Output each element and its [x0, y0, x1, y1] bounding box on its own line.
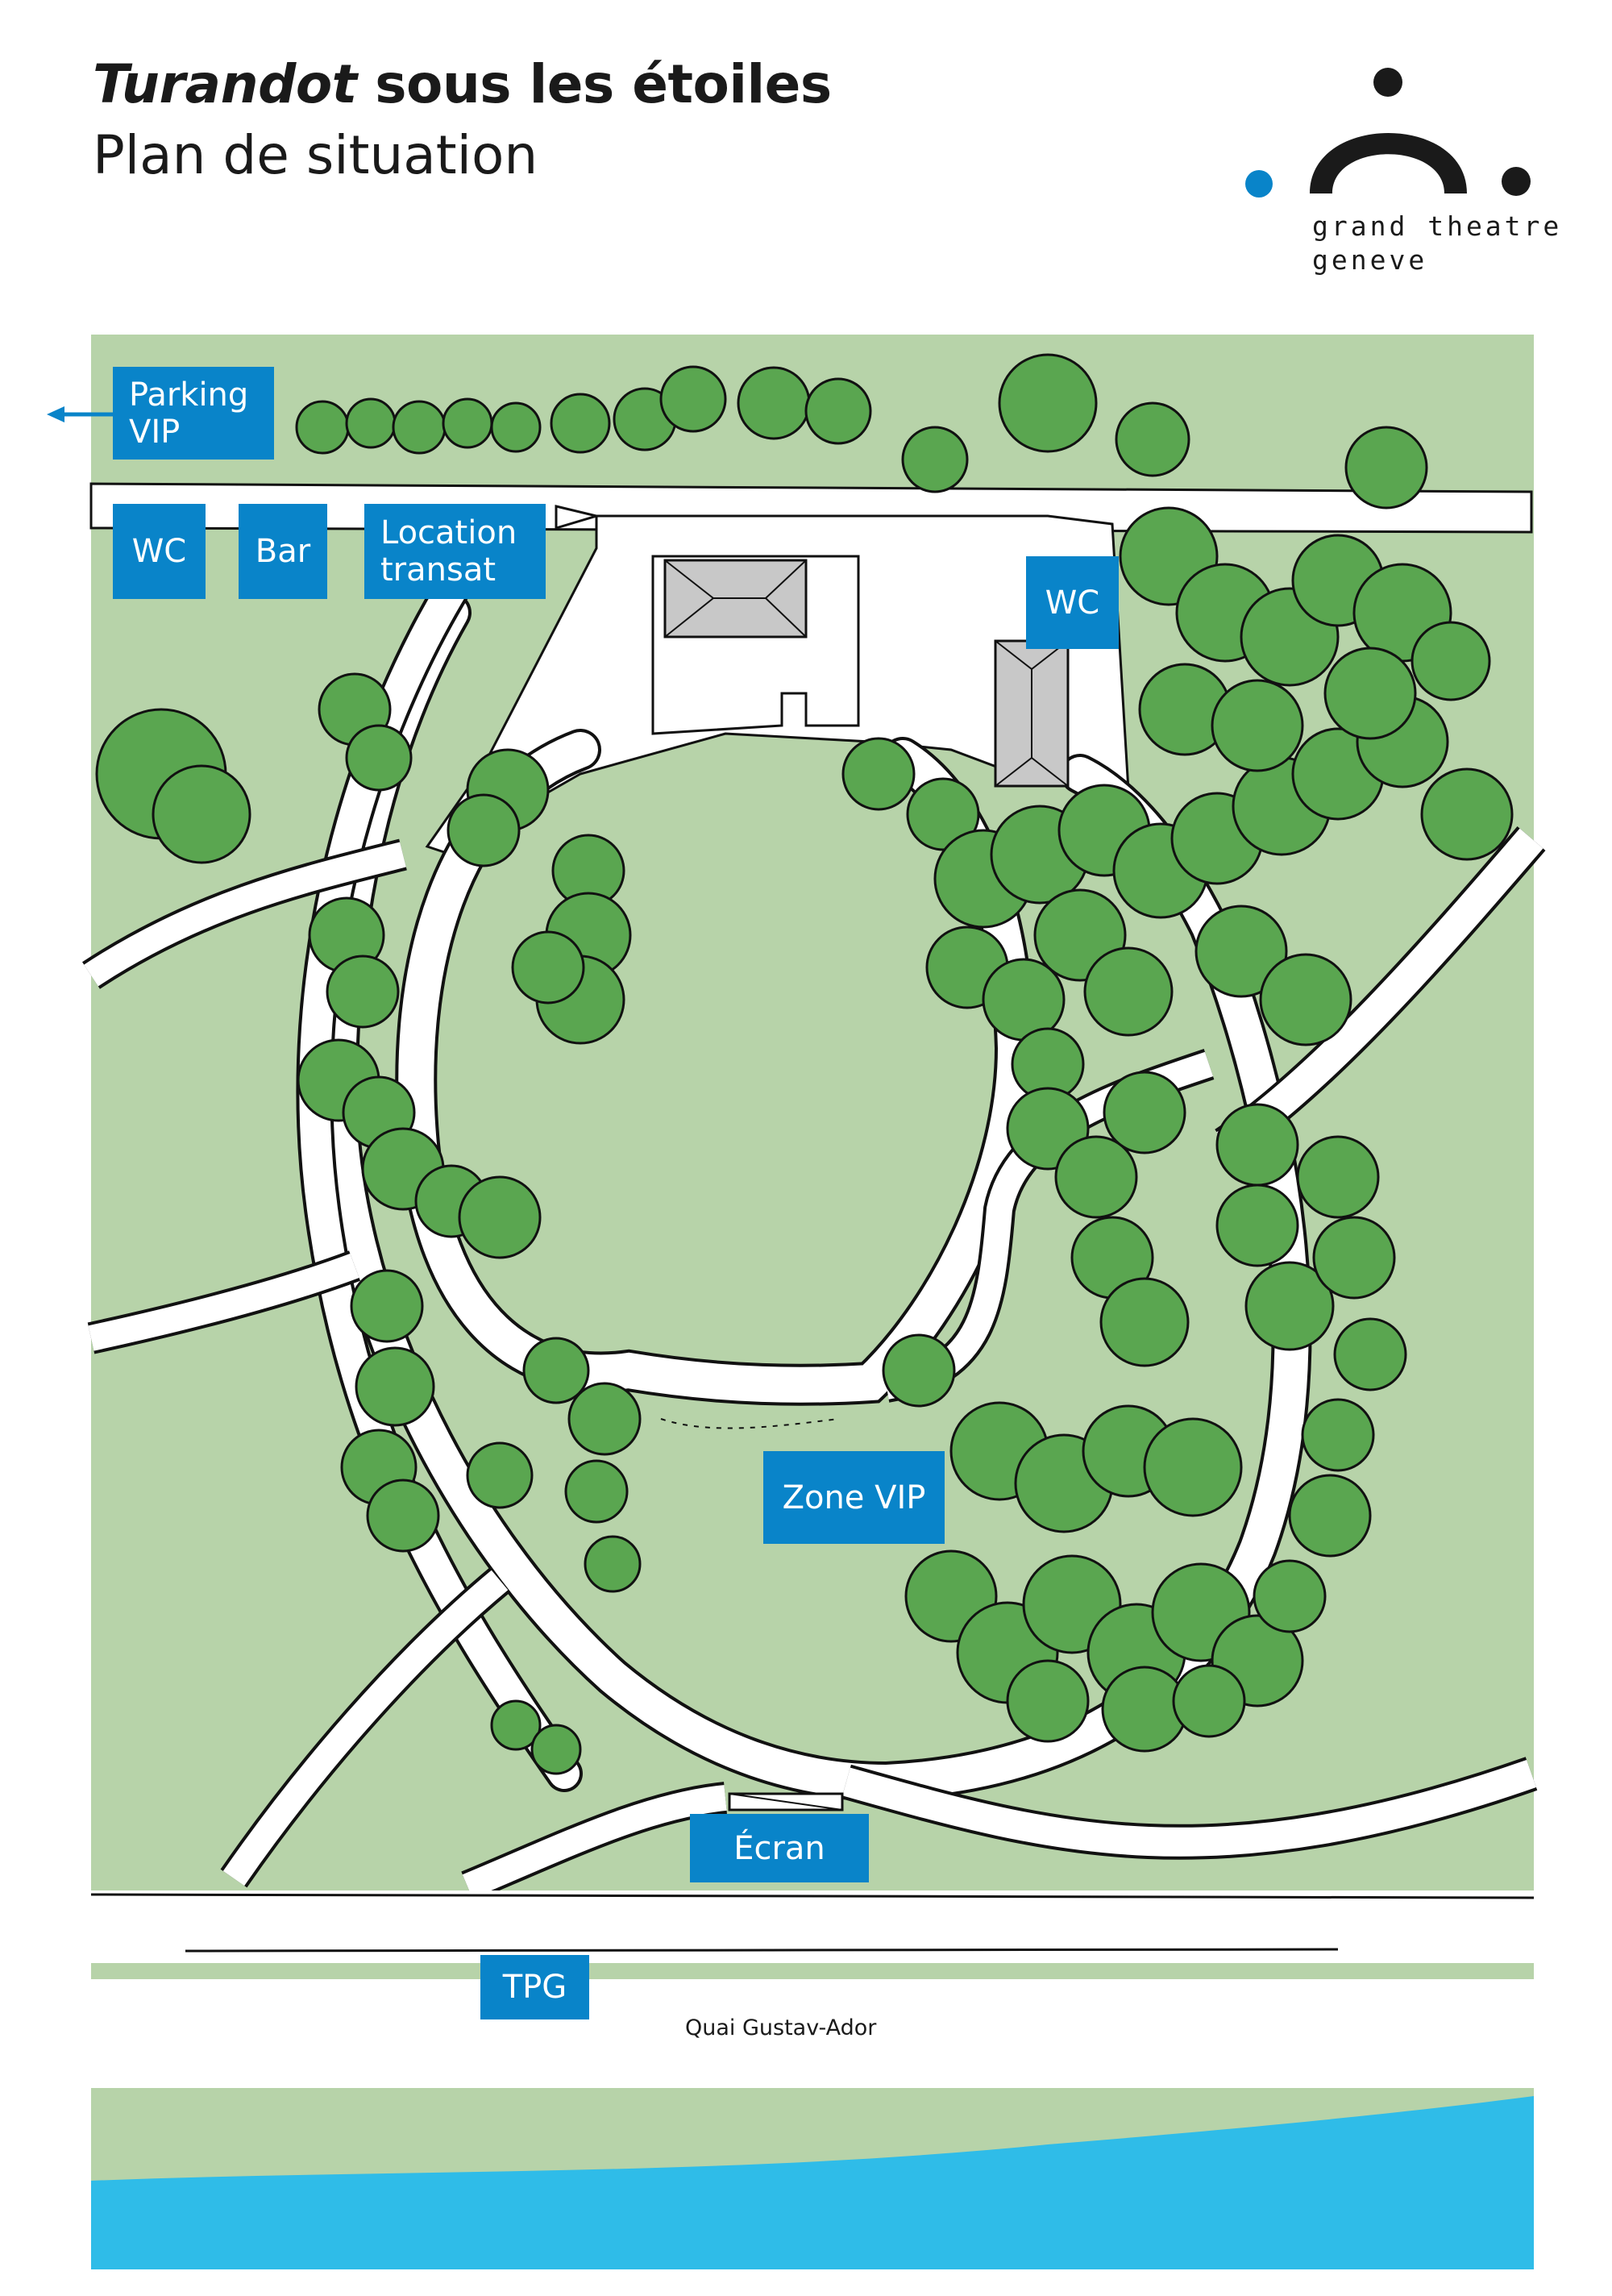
building-east: [994, 639, 1070, 788]
screen-structure: [728, 1792, 844, 1811]
arrow-left-icon: [47, 406, 113, 422]
lake: [91, 2096, 1534, 2269]
page-subtitle: Plan de situation: [93, 124, 538, 186]
page-title: Turandot sous les étoiles: [93, 58, 832, 111]
sidewalk: [91, 1890, 1534, 1963]
wc-left-label[interactable]: WC: [113, 504, 206, 599]
ecran-label[interactable]: Écran: [690, 1814, 869, 1882]
road-verge: [91, 1963, 1534, 1979]
title-italic: Turandot: [93, 53, 357, 115]
wc-right-label[interactable]: WC: [1026, 556, 1119, 649]
parking-vip-line1: Parking: [129, 376, 249, 414]
location-transat-label[interactable]: Location transat: [364, 504, 546, 599]
trees: [95, 353, 1514, 1775]
grand-theatre-logo-icon: [1245, 68, 1531, 198]
zone-vip-label[interactable]: Zone VIP: [763, 1451, 945, 1544]
location-line2: transat: [380, 551, 496, 589]
vip-dotted-line: [660, 1418, 839, 1429]
tpg-label[interactable]: TPG: [480, 1955, 589, 2019]
parking-vip-label[interactable]: Parking VIP: [113, 367, 274, 460]
bar-label[interactable]: Bar: [239, 504, 327, 599]
quai-gustav-ador-label: Quai Gustav-Ador: [685, 2015, 877, 2040]
road-arrow-icon: [555, 505, 601, 530]
logo-text-line2: geneve: [1312, 244, 1428, 276]
parking-vip-line2: VIP: [129, 413, 181, 451]
logo-text-line1: grand theatre: [1312, 210, 1563, 242]
title-rest: sous les étoiles: [356, 53, 832, 115]
location-line1: Location: [380, 514, 517, 551]
building-main: [651, 555, 860, 735]
